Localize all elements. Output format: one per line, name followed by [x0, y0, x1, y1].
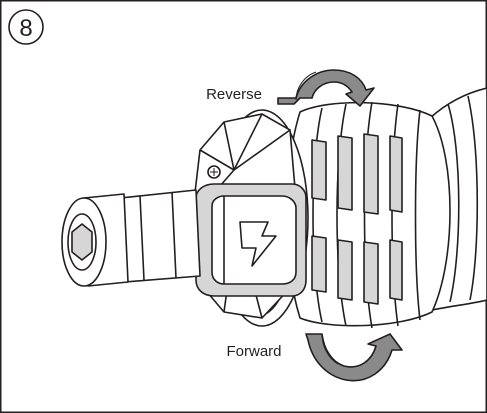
collar-notch [389, 135, 403, 213]
forward-arrow-edge [321, 333, 339, 365]
collar-ridge [312, 107, 323, 323]
nose-facet [233, 129, 291, 171]
reverse-arrow [277, 69, 375, 107]
bit-holder [61, 189, 201, 287]
housing-ridge [467, 95, 479, 301]
step-badge-circle [8, 9, 44, 45]
collar-notch [337, 135, 353, 211]
hex-socket [71, 223, 93, 261]
reverse-arrow-shaft [277, 69, 375, 107]
tool-body [191, 87, 487, 329]
lightning-bolt-icon [239, 221, 277, 267]
housing-ridge [447, 103, 460, 303]
collar-notch [311, 139, 327, 201]
forward-label: Forward [226, 343, 281, 360]
bit-sleeve [119, 189, 201, 283]
collar-notch [363, 241, 379, 305]
forward-arrow-shaft [305, 333, 403, 382]
step-number: 8 [19, 15, 32, 42]
collar-notch [311, 235, 327, 293]
bit-sleeve-line [139, 195, 145, 281]
step-badge: 8 [8, 9, 44, 45]
collar-ridge [363, 101, 373, 329]
forward-arrow [305, 333, 403, 382]
collar-notch [337, 239, 353, 301]
nose-screw-slot [210, 168, 218, 176]
bit-sleeve-line [171, 191, 177, 279]
collar-notch [389, 239, 403, 301]
reverse-label: Reverse [206, 86, 262, 103]
collar-ridge [414, 109, 421, 321]
collar-notch [363, 133, 379, 215]
collar-ridge [391, 103, 399, 327]
collar-ridge [336, 103, 347, 327]
reverse-arrow-edge [295, 71, 317, 101]
